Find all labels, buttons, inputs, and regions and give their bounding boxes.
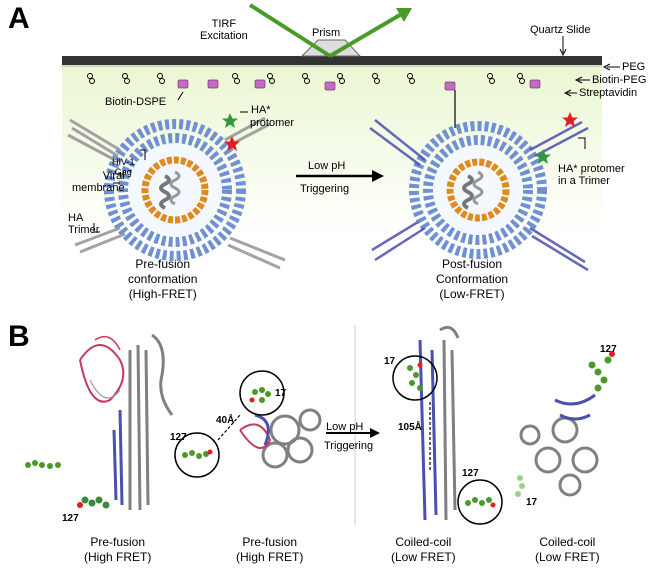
peg-label: PEG (622, 61, 646, 73)
caption-b-1: Pre-fusion (High FRET) (84, 535, 152, 564)
excitation-beam-in (248, 3, 332, 58)
streptavidin-row (177, 79, 541, 91)
protomer-label: protomer (250, 117, 295, 129)
quartz-slide-label: Quartz Slide (530, 24, 591, 36)
excitation-beam-out (328, 10, 407, 58)
structure-coiledcoil-top (515, 351, 615, 497)
right-virion (409, 121, 547, 259)
circle-17-top (239, 370, 285, 416)
prefusion-caption-a: Pre-fusion conformation (High-FRET) (128, 257, 198, 301)
label-17-side: 17 (384, 356, 396, 367)
panel-b-structures (25, 325, 615, 525)
tirf-label: TIRF Excitation (200, 18, 248, 42)
structure-prefusion-top (174, 370, 322, 478)
label-127-side1: 127 (62, 513, 79, 524)
ha-star-label: HA* (251, 104, 271, 116)
label-127-side: 127 (462, 468, 479, 479)
distance-40 (217, 414, 241, 441)
ha-trimers-left (67, 116, 286, 270)
label-127-topcc: 127 (600, 344, 617, 355)
left-virion (104, 119, 246, 261)
triggering-label-b: Triggering (324, 440, 374, 452)
star-red-left (224, 136, 240, 151)
label-17-topcc: 17 (526, 497, 538, 508)
prism-label: Prism (312, 27, 341, 39)
star-green-right (535, 149, 551, 164)
ha-star-trimer-label: HA* protomer in a Trimer (558, 163, 625, 187)
low-ph-label-b: Low pH (326, 421, 364, 433)
label-17-top: 17 (275, 388, 287, 399)
structure-coiledcoil-side (392, 325, 503, 525)
panel-b-letter: B (8, 320, 30, 353)
caption-b-4: Coiled-coil (Low FRET) (535, 535, 600, 564)
biotin-peg-row (87, 73, 525, 84)
quartz-slide (62, 56, 602, 65)
low-ph-label-a: Low pH (308, 160, 346, 172)
ha-trimers-right (369, 119, 589, 272)
postfusion-caption-a: Post-fusion Conformation (Low-FRET) (436, 257, 509, 301)
streptavidin-label: Streptavidin (579, 87, 638, 99)
label-40a: 40Å (216, 415, 235, 426)
star-green-left (222, 113, 238, 128)
caption-b-3: Coiled-coil (Low FRET) (391, 535, 456, 564)
structure-prefusion-side (25, 333, 174, 511)
circle-17-side (392, 355, 438, 401)
star-red-right (562, 112, 578, 127)
circle-127-side (457, 479, 503, 525)
hiv-gag-label: HIV-1 Gag (112, 157, 135, 177)
panel-a-diagram (62, 3, 620, 272)
ha-trimer-label: HA Trimer (68, 212, 100, 236)
biotin-peg-label: Biotin-PEG (592, 74, 647, 86)
caption-b-2: Pre-fusion (High FRET) (236, 535, 304, 564)
panel-a-letter: A (8, 2, 30, 35)
biotin-dspe-label: Biotin-DSPE (105, 96, 167, 108)
label-105a: 105Å (398, 422, 422, 433)
triggering-label-a: Triggering (300, 183, 350, 195)
label-127-top: 127 (170, 432, 187, 443)
circle-127-top (174, 432, 220, 478)
viral-membrane-label: Viral membrane (72, 170, 125, 194)
